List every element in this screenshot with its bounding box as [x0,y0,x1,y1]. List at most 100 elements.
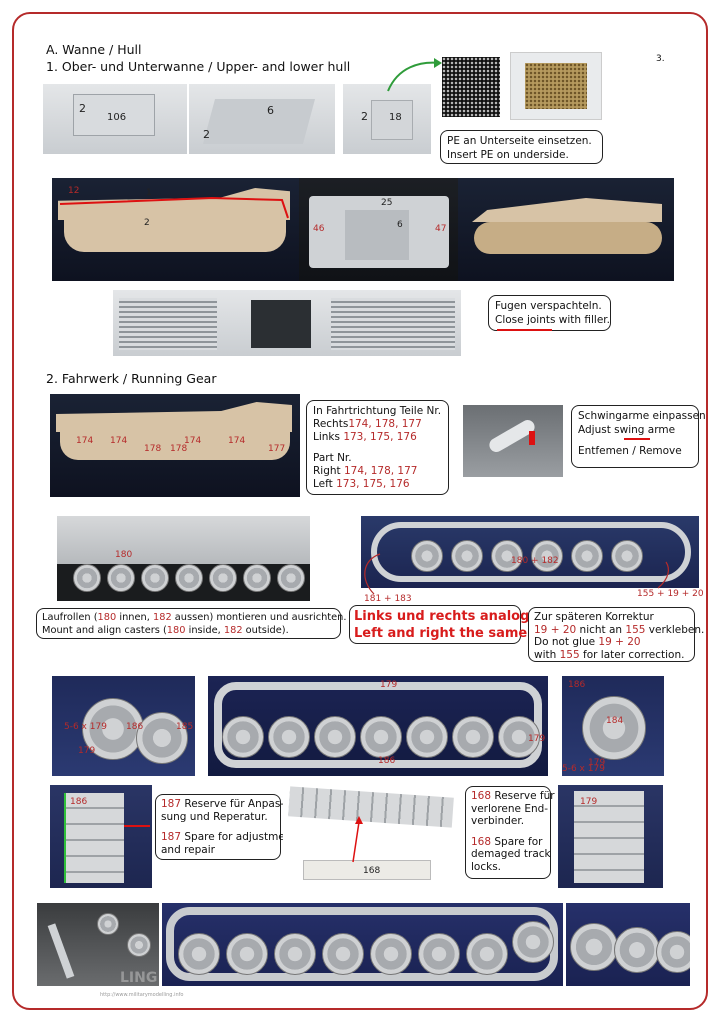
note-direction-line: Right [313,465,344,477]
photo-tank-assembled [458,178,674,281]
note-casters-de: Laufrollen ( [42,612,98,623]
part-numbers: 173, 175, 176 [336,478,410,490]
part-label: 177 [268,444,286,454]
part-label: 178 [170,444,188,454]
part-label: 174 [110,436,128,446]
photo-track-end: 179 [558,785,663,888]
part-label: 179 [78,746,96,756]
part-label: 18 [389,112,402,123]
note-filler: Fugen verspachteln. Close joints with fi… [488,295,611,331]
note-reserve-168-line: demaged track [471,848,551,860]
note-same-en: Left and right the same. [354,626,533,641]
pe-frame-photo [510,52,602,120]
note-correction-line: Zur späteren Korrektur [534,611,654,623]
part-label: 180 [115,550,133,560]
photo-hull-side: 12 1 2 [52,178,299,281]
note-reserve-168-line: Reserve für [491,790,555,802]
note-casters-de: innen, [116,612,153,623]
pe-mesh-photo [442,57,500,117]
photo-running-gear: 180 + 182 [361,516,699,588]
photo-track-side: 179 179 186 [208,676,548,776]
photo-hull-rear: 2 18 [343,84,431,154]
part-numbers: 187 [161,798,182,810]
part-numbers: 182 [152,612,172,623]
photo-track-closeup: 186 [50,785,152,888]
part-label: 47 [435,224,447,234]
part-label: 5-6 x 179 [64,722,107,732]
note-reserve-168-line: verlorene End- [471,802,549,815]
note-swing: Schwingarme einpassen Adjust swing arme … [571,405,706,468]
note-filler-en: Close joints with filler. [495,313,610,326]
note-swing-de: Schwingarme einpassen [578,410,706,422]
part-label: 106 [107,112,127,123]
page-frame [12,12,708,1010]
part-label: 6 [397,220,403,230]
note-casters-en: outside). [242,624,289,636]
section-a-title: A. Wanne / Hull [46,42,142,57]
watermark: LING [120,970,158,986]
part-label: 2 [144,218,150,228]
callout-arrows [364,553,669,595]
part-label: 186 [126,722,144,732]
note-correction-line: Do not glue [534,636,599,648]
part-label: 179 [580,797,598,807]
note-reserve-187-line: and repair [161,843,215,856]
note-filler-de: Fugen verspachteln. [495,300,602,312]
part-label: 2 [361,110,368,123]
photo-swing-arm [463,405,563,477]
part-label: 174 [228,436,246,446]
note-reserve-187: 187 Reserve für Anpas- sung und Reperatu… [155,794,296,860]
part-label: 186 [70,797,88,807]
note-pe: PE an Unterseite einsetzen. Insert PE on… [440,130,603,164]
photo-final-running-gear [162,903,563,986]
note-swing-remove: Entfemen / Remove [578,445,682,457]
part-label: 174 [184,436,202,446]
part-label: 1 [146,188,152,198]
part-label: 186 [378,756,396,766]
arrow-icon [387,58,442,92]
photo-tools [37,903,159,986]
note-reserve-168-line: verbinder. [471,815,525,827]
note-reserve-187-line: Reserve für Anpas- [181,798,285,810]
note-direction-line: Rechts [313,418,349,430]
photo-track-links: 168 [283,786,460,890]
part-label: 12 [68,186,80,196]
part-label: 174 [76,436,94,446]
part-label: 186 [568,680,586,690]
note-direction-line: Left [313,478,337,490]
note-pe-de: PE an Unterseite einsetzen. [447,135,592,147]
note-casters-en: inside, [185,624,224,636]
part-label: 179 [380,680,398,690]
part-numbers: 182 [223,624,243,636]
part-label: 25 [381,198,393,208]
part-numbers: 19 + 20 [534,623,577,636]
note-direction-line: In Fahrtrichtung Teile Nr. [313,405,442,417]
part-numbers: 168 [471,835,492,848]
photo-engine-deck [113,290,461,356]
part-label: 178 [144,444,162,454]
note-same-de: Links und rechts analog. [354,609,535,624]
part-numbers: 155 [625,623,646,636]
part-numbers: 173, 175, 176 [343,431,417,443]
note-reserve-187-line: sung und Reperatur. [161,810,268,823]
note-casters: Laufrollen (180 innen, 182 aussen) monti… [36,608,347,639]
part-label: 168 [363,866,381,876]
photo-hull-rear-view: 25 6 46 47 [299,178,458,281]
part-label: 6 [267,104,274,117]
part-numbers: 155 [559,648,580,661]
note-direction-line: Links [313,431,344,443]
photo-final-wheels [566,903,690,986]
photo-hull-swingarms: 174 174 178 178 174 174 177 [50,394,300,497]
part-label: 155 + 19 + 20 [637,589,704,599]
note-correction: Zur späteren Korrektur 19 + 20 nicht an … [528,607,704,662]
note-reserve-168: 168 Reserve für verlorene End- verbinder… [465,786,555,879]
part-label: 180 + 182 [511,556,559,566]
note-correction-line: nicht an [576,623,626,636]
part-label: 46 [313,224,325,234]
section-2-title: 2. Fahrwerk / Running Gear [46,371,217,386]
note-correction-line: with [534,648,560,661]
part-numbers: 180 [97,612,117,623]
photo-hull-inner: 2 6 [189,84,335,154]
photo-casters-jig: 180 [57,516,310,601]
part-numbers: 180 [166,624,186,636]
